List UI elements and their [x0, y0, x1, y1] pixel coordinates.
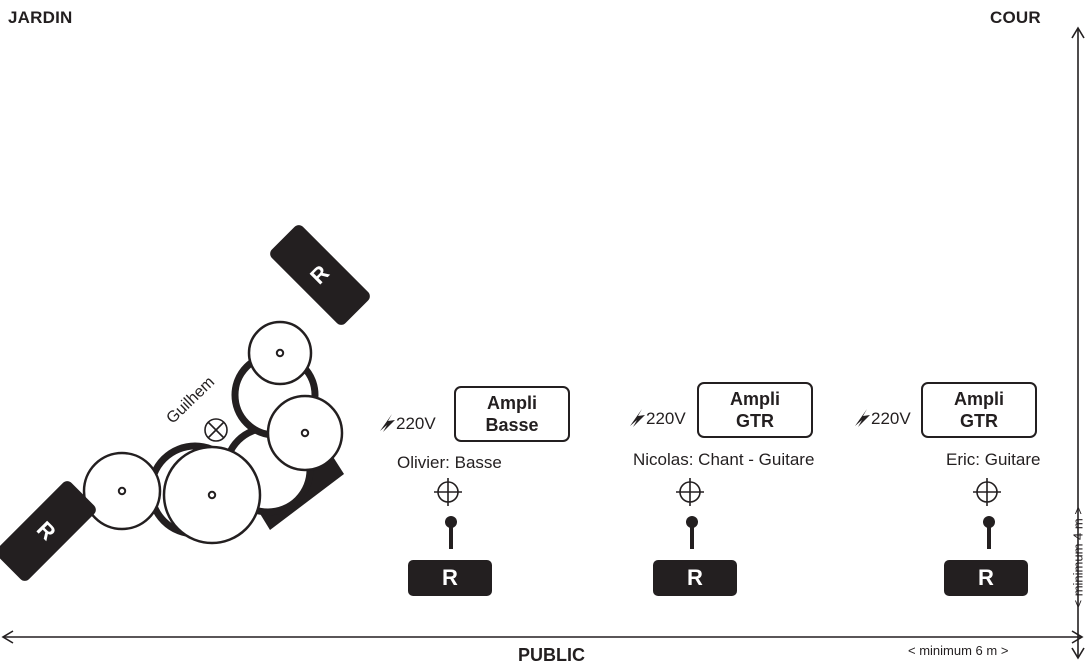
lightning-icon [630, 409, 645, 427]
cour-label: COUR [990, 8, 1041, 27]
mic-stand-icon [973, 478, 1001, 506]
monitor-wedge-label: R [305, 260, 335, 290]
lightning-icon [855, 409, 870, 427]
stage-width-arrow [1, 630, 1084, 644]
amp-bass-line2: Basse [485, 415, 539, 435]
amp-bass-line1: Ampli [486, 393, 537, 413]
drummer-position-icon [204, 418, 228, 442]
monitor-wedge-label: R [442, 565, 458, 590]
min-depth-label: < minimum 4 m > [1070, 507, 1086, 608]
microphone-icon [445, 516, 457, 549]
microphone-icon [983, 516, 995, 549]
musician-label: Olivier: Basse [397, 453, 502, 472]
lightning-icon [380, 414, 395, 432]
power-outlet-label: 220V [396, 414, 436, 433]
amp-guitar-line2: GTR [960, 411, 998, 431]
amp-guitar-eric: Ampli GTR [921, 382, 1037, 438]
monitor-wedge-label: R [978, 565, 994, 590]
monitor-wedge-label: R [31, 516, 61, 546]
min-width-label: < minimum 6 m > [908, 643, 1009, 658]
drum-kit [82, 320, 344, 545]
mic-stand-icon [434, 478, 462, 506]
musician-label: Eric: Guitare [946, 450, 1041, 469]
monitor-wedge: R [944, 560, 1028, 596]
stage-depth-arrow [1071, 26, 1085, 660]
public-label: PUBLIC [518, 645, 585, 665]
monitor-wedge-label: R [687, 565, 703, 590]
microphone-icon [686, 516, 698, 549]
amp-guitar-nicolas: Ampli GTR [697, 382, 813, 438]
monitor-wedge: R [653, 560, 737, 596]
amp-guitar-line1: Ampli [953, 389, 1004, 409]
amp-guitar-line1: Ampli [729, 389, 780, 409]
power-outlet-label: 220V [646, 409, 686, 428]
jardin-label: JARDIN [8, 8, 73, 27]
power-outlet-label: 220V [871, 409, 911, 428]
mic-stand-icon [676, 478, 704, 506]
musician-label: Nicolas: Chant - Guitare [633, 450, 815, 469]
amp-guitar-line2: GTR [736, 411, 774, 431]
amp-bass: Ampli Basse [454, 386, 570, 442]
monitor-wedge: R [408, 560, 492, 596]
